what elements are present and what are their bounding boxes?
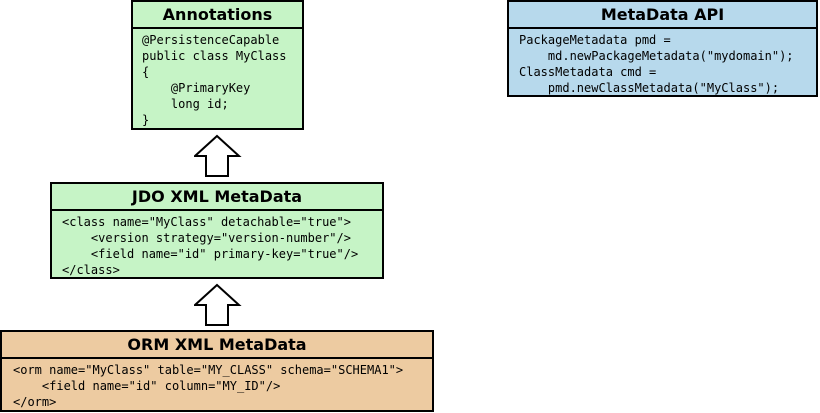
jdo-xml-metadata-box: JDO XML MetaData <class name="MyClass" d… bbox=[50, 182, 384, 279]
up-arrow-orm-to-jdo bbox=[194, 283, 242, 326]
jdo-xml-metadata-code: <class name="MyClass" detachable="true">… bbox=[62, 215, 359, 277]
annotations-box: Annotations @PersistenceCapable public c… bbox=[131, 0, 304, 130]
metadata-api-title: MetaData API bbox=[509, 2, 816, 29]
orm-xml-metadata-box: ORM XML MetaData <orm name="MyClass" tab… bbox=[0, 330, 434, 412]
annotations-code: @PersistenceCapable public class MyClass… bbox=[142, 33, 287, 127]
metadata-api-code: PackageMetadata pmd = md.newPackageMetad… bbox=[519, 33, 794, 95]
jdo-xml-metadata-title: JDO XML MetaData bbox=[52, 184, 382, 211]
up-arrow-jdo-to-annotations bbox=[194, 134, 242, 177]
orm-xml-metadata-title: ORM XML MetaData bbox=[2, 332, 432, 359]
orm-xml-metadata-code: <orm name="MyClass" table="MY_CLASS" sch… bbox=[13, 363, 404, 409]
annotations-title: Annotations bbox=[133, 2, 302, 29]
metadata-api-box: MetaData API PackageMetadata pmd = md.ne… bbox=[507, 0, 818, 97]
